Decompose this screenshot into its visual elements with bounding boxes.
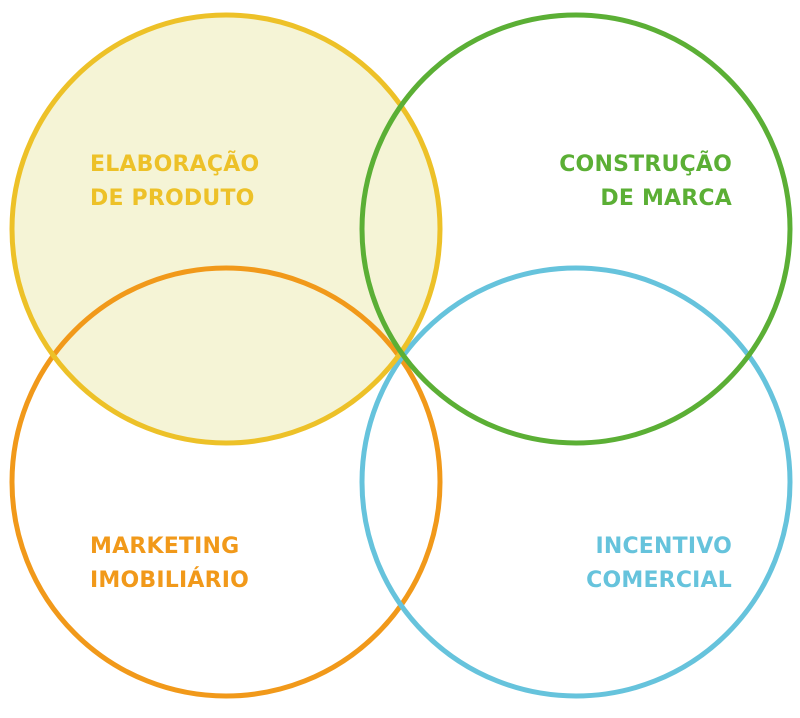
label-line-1: ELABORAÇÃO: [90, 152, 260, 177]
label-marketing-imobiliario: MARKETING IMOBILIÁRIO: [90, 530, 249, 598]
label-construcao-de-marca: CONSTRUÇÃO DE MARCA: [559, 148, 732, 216]
label-line-1: CONSTRUÇÃO: [559, 152, 732, 177]
label-line-2: COMERCIAL: [586, 568, 732, 593]
label-line-2: DE PRODUTO: [90, 186, 255, 211]
circle-fill-elaboracao-de-produto: [12, 15, 440, 443]
label-line-2: IMOBILIÁRIO: [90, 568, 249, 593]
circle-construcao-de-marca: [359, 12, 793, 446]
circle-elaboracao-de-produto: [9, 12, 443, 446]
label-line-1: MARKETING: [90, 534, 240, 559]
circle-marketing-imobiliario: [9, 265, 443, 699]
circle-incentivo-comercial: [359, 265, 793, 699]
label-incentivo-comercial: INCENTIVO COMERCIAL: [586, 530, 732, 598]
label-line-1: INCENTIVO: [595, 534, 732, 559]
label-elaboracao-de-produto: ELABORAÇÃO DE PRODUTO: [90, 148, 259, 216]
label-line-2: DE MARCA: [600, 186, 732, 211]
